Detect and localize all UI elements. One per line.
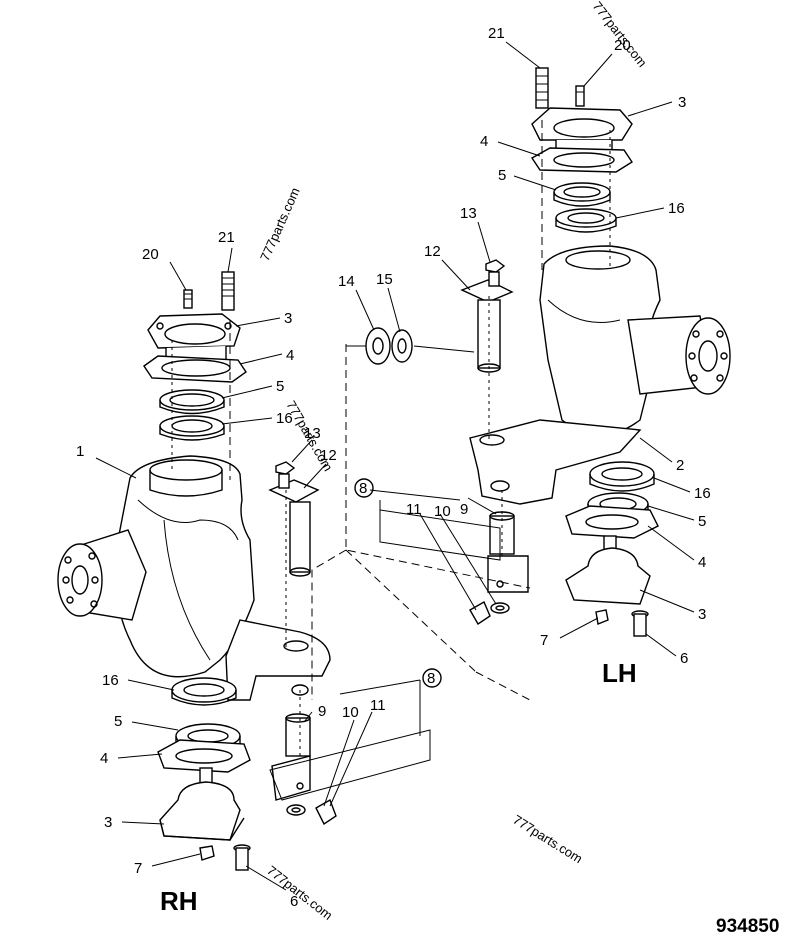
rh-washer-10 [286,804,306,816]
callout-rh-16a: 16 [276,410,293,427]
rh-pin-12 [268,479,320,577]
rh-top-cap-3 [147,313,241,369]
callout-lh-3b: 3 [698,606,706,623]
lh-bolt-7 [595,609,609,625]
callout-lh-15: 15 [376,271,393,288]
callout-lh-16a: 16 [668,200,685,217]
rh-stud-20 [183,289,193,309]
section-marker-right-label: 8 [427,670,435,687]
callouts-rh: 20 21 3 4 5 16 1 13 12 16 5 4 3 7 6 9 10… [76,229,386,910]
callout-lh-10: 10 [434,503,451,520]
callout-rh-13: 13 [304,425,321,442]
callout-lh-7: 7 [540,632,548,649]
rh-stud-21 [221,271,235,311]
watermark-top: 777parts.com [590,0,650,70]
callout-rh-7: 7 [134,860,142,877]
rh-lower-gasket-4 [157,739,251,773]
lh-bolt-13 [485,259,506,287]
callout-rh-3a: 3 [284,310,292,327]
rh-bolt-7 [199,845,215,861]
watermark-bottom: 777parts.com [264,863,335,923]
section-marker-right: 8 [422,668,442,688]
rh-bearing-5 [159,389,225,415]
leader-lines [95,41,695,891]
watermark-mid: 777parts.com [283,398,335,474]
tie-rod-phantom [269,344,531,801]
callout-lh-9: 9 [460,501,468,518]
lh-assembly [365,67,731,637]
callout-lh-5a: 5 [498,167,506,184]
callout-lh-21: 21 [488,25,505,42]
lh-knuckle-housing-2 [469,245,731,505]
rh-lower-bearing-16 [171,677,237,706]
lh-stud-21 [535,67,549,109]
rh-assembly [57,271,337,871]
rh-knuckle-housing-1 [57,455,331,701]
watermark-lower: 777parts.com [510,812,585,866]
callout-rh-4b: 4 [100,750,108,767]
lh-tie-block [487,555,529,593]
callout-lh-4a: 4 [480,133,488,150]
callout-lh-14: 14 [338,273,355,290]
callouts-lh: 21 20 3 4 5 16 13 12 14 15 2 16 5 4 3 7 … [338,25,711,667]
callout-lh-13: 13 [460,205,477,222]
section-marker-left-label: 8 [359,480,367,497]
side-label-lh: LH [602,658,637,688]
callout-rh-3b: 3 [104,814,112,831]
callout-rh-5b: 5 [114,713,122,730]
callout-rh-21: 21 [218,229,235,246]
callout-lh-5b: 5 [698,513,706,530]
callout-lh-20: 20 [614,37,631,54]
callout-rh-6: 6 [290,893,298,910]
lh-lower-cap-3 [565,535,651,605]
rh-bearing-16 [159,415,225,441]
rh-lower-cap-3 [159,767,245,841]
lh-bearing-5 [553,182,611,207]
rh-tie-block [271,755,311,801]
lh-lower-bearing-16 [589,461,655,492]
drawing-number: 934850 [716,916,779,937]
side-label-rh: RH [160,886,198,916]
callout-rh-5a: 5 [276,378,284,395]
lh-bearing-16 [555,208,617,233]
callout-rh-16b: 16 [102,672,119,689]
lh-bushing-14 [365,327,391,365]
watermark-mid-left: 777parts.com [257,185,303,263]
callout-lh-12: 12 [424,243,441,260]
rh-bolt-6 [233,844,251,871]
rh-gasket-4 [143,355,247,383]
section-marker-left: 8 [354,478,374,498]
callout-rh-20: 20 [142,246,159,263]
callout-rh-9: 9 [318,703,326,720]
rh-spacer-9 [285,713,311,757]
callout-lh-3a: 3 [678,94,686,111]
lh-bolt-6 [631,610,649,637]
callout-rh-4a: 4 [286,347,294,364]
lh-stud-20 [575,85,585,107]
callout-rh-11: 11 [370,697,386,714]
callout-rh-12: 12 [320,447,337,464]
lh-gasket-4 [530,147,633,173]
callout-rh-10: 10 [342,704,359,721]
lh-lower-gasket-4 [565,505,659,539]
callout-lh-11: 11 [406,501,422,518]
rh-bolt-13 [275,461,296,489]
callout-lh-6: 6 [680,650,688,667]
rh-nipple-11 [315,798,337,826]
callout-lh-4b: 4 [698,554,706,571]
callout-lh-16b: 16 [694,485,711,502]
lh-pin-12 [460,279,514,373]
callout-lh-2: 2 [676,457,684,474]
lh-washer-10 [490,602,510,614]
callout-rh-1: 1 [76,443,84,460]
lh-seal-15 [391,329,413,363]
